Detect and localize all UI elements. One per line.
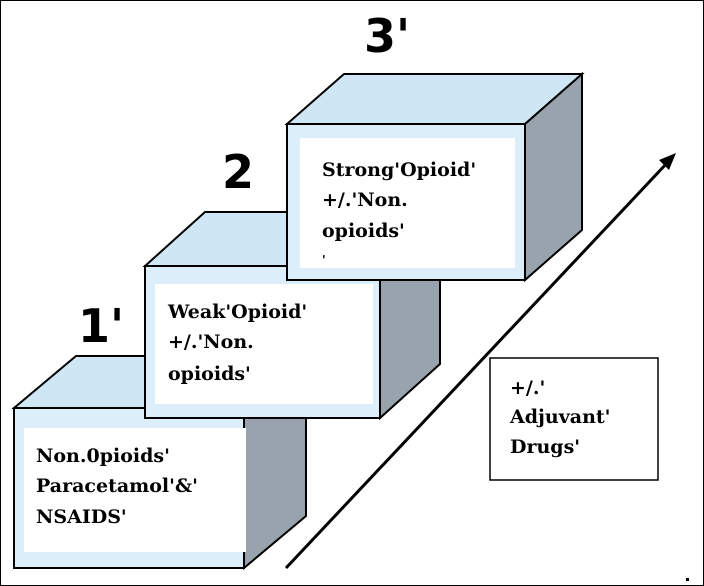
- step-3-line-4: ': [322, 253, 326, 267]
- step-2-panel: [155, 284, 373, 404]
- arrow-head-icon: [659, 153, 676, 170]
- step-3-number: 3': [364, 9, 410, 63]
- svg-text:Non.0pioids' Paracetamol: Non.0pioids' Paracetamol'&' NSAIDS': [36, 445, 205, 528]
- step-2-line-2: +/.'Non.: [168, 331, 254, 353]
- svg-text:Strong'Opioid' +/.'Non.: Strong'Opioid' +/.'Non. opioids' ': [322, 159, 483, 267]
- escalation-arrow: [284, 153, 676, 570]
- step-1-line-2: Paracetamol'&': [36, 475, 198, 497]
- step-1-line-1: Non.0pioids': [36, 445, 170, 467]
- step-2-number: 2: [222, 145, 254, 199]
- adjuvant-frame: [489, 357, 659, 481]
- arrow-shaft: [284, 160, 670, 570]
- adjuvant-line-1: +/.': [510, 377, 545, 399]
- corner-dot: [686, 578, 689, 581]
- svg-text:Weak'Opioid' +/.'Non.: Weak'Opioid' +/.'Non. opioids': [167, 301, 314, 385]
- step-1-number: 1': [78, 299, 124, 353]
- step-2-line-1: Weak'Opioid': [167, 301, 307, 323]
- step-3-line-3: opioids': [322, 220, 405, 242]
- step-3-box: Strong'Opioid' +/.'Non. opioids' ': [284, 71, 585, 283]
- step-3-line-2: +/.'Non.: [322, 189, 408, 211]
- step-1-panel: [24, 428, 246, 552]
- adjuvant-line-3: Drugs': [510, 436, 580, 458]
- step-2-line-3: opioids': [168, 363, 251, 385]
- svg-text:+/.' Adjuvant' Dru: +/.' Adjuvant' Drugs': [509, 377, 617, 458]
- adjuvant-line-2: Adjuvant': [509, 406, 610, 428]
- step-3-panel: [300, 138, 515, 268]
- step-1-line-3: NSAIDS': [36, 506, 127, 528]
- step-3-line-1: Strong'Opioid': [322, 159, 476, 181]
- adjuvant-box: +/.' Adjuvant' Drugs': [489, 357, 659, 481]
